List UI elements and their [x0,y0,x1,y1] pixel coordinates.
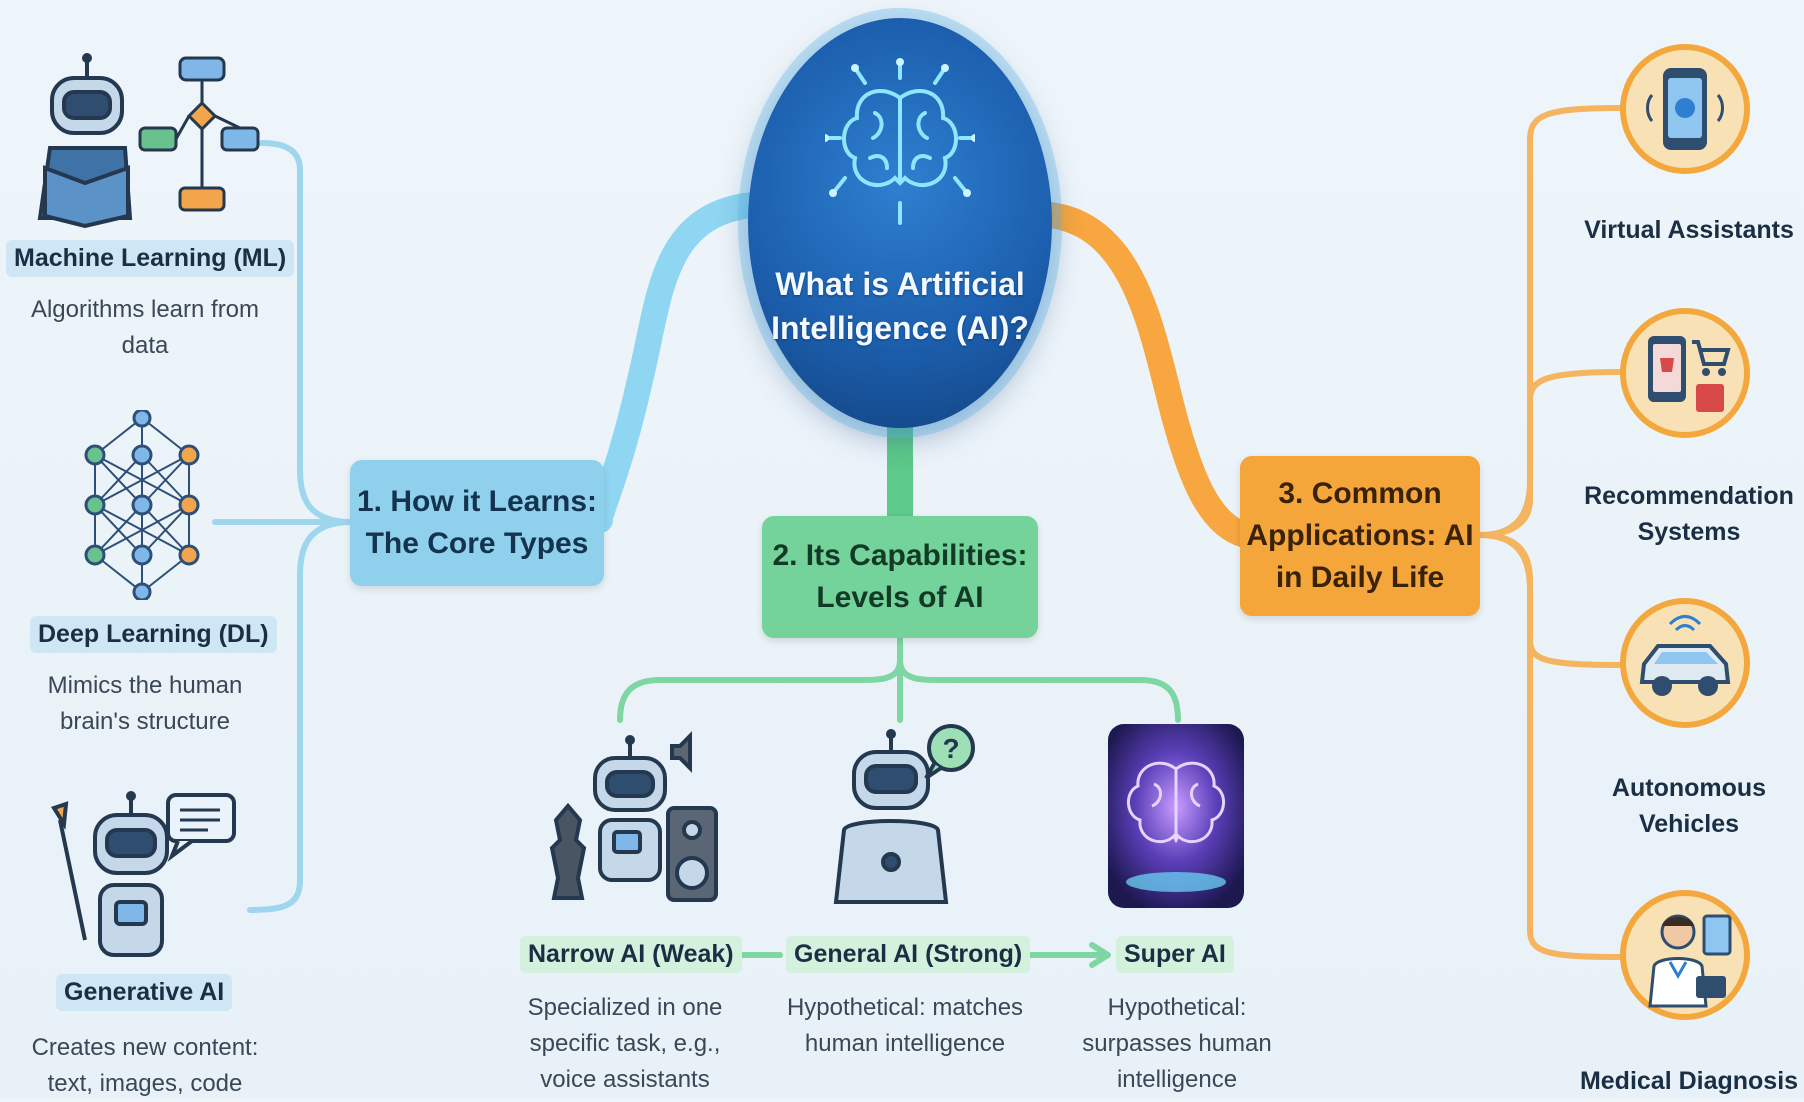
brain-icon [825,58,975,225]
branch-how-it-learns-title: 1. How it Learns: The Core Types [356,485,598,560]
learn-type-label: Deep Learning (DL) [30,616,277,653]
learn-type-label: Machine Learning (ML) [6,240,295,277]
application-label: Recommendation Systems [1584,482,1794,546]
ml-robot-reading-icon [37,53,260,228]
branch-capabilities[interactable]: 2. Its Capabilities: Levels of AI [762,516,1038,638]
center-node [748,18,1052,428]
connector-application-items [1477,105,1623,960]
thinking-robot-icon: ? [833,724,975,904]
branch-applications-title: 3. Common Applications: AI in Daily Life [1246,477,1474,594]
level-desc: Hypothetical: matches human intelligence [786,994,1024,1057]
level-label: Super AI [1116,936,1234,973]
smartphone-assistant-icon [1646,68,1724,150]
learn-type-desc: Creates new content: text, images, code [31,1034,259,1097]
level-desc: Hypothetical: surpasses human intelligen… [1082,994,1272,1093]
center-title: What is Artificial Intelligence (AI)? [771,266,1029,346]
connector-learns-items [212,140,355,913]
doctor-icon [1648,914,1732,1008]
app-circle-recommendation [1620,308,1750,438]
shopping-recommendation-icon [1648,336,1731,412]
branch-how-it-learns[interactable]: 1. How it Learns: The Core Types [350,460,604,586]
level-desc: Specialized in one specific task, e.g., … [527,994,723,1093]
glowing-brain-icon [1108,724,1244,908]
level-label: Narrow AI (Weak) [520,936,742,973]
application-label: Autonomous Vehicles [1611,774,1767,838]
level-label: General AI (Strong) [786,936,1031,973]
svg-text:?: ? [942,733,959,764]
application-label: Medical Diagnosis [1579,1067,1799,1095]
app-circle-virtual-assistants [1620,44,1750,174]
branch-capabilities-title: 2. Its Capabilities: Levels of AI [772,539,1028,614]
connector-capability-levels [617,635,1181,968]
neural-network-icon [84,410,200,600]
application-label: Virtual Assistants [1584,216,1794,244]
robot-painter-icon [50,791,236,957]
app-circle-autonomous [1620,598,1750,728]
robot-chess-speaker-icon [549,731,718,902]
self-driving-car-icon [1639,615,1731,696]
connector-center-to-applications [1037,202,1258,548]
app-circle-medical [1620,890,1750,1020]
connector-center-to-learns [587,192,765,533]
learn-type-label: Generative AI [56,974,233,1011]
learn-type-desc: Algorithms learn from data [30,296,260,359]
branch-applications[interactable]: 3. Common Applications: AI in Daily Life [1240,456,1480,616]
learn-type-desc: Mimics the human brain's structure [47,672,243,735]
